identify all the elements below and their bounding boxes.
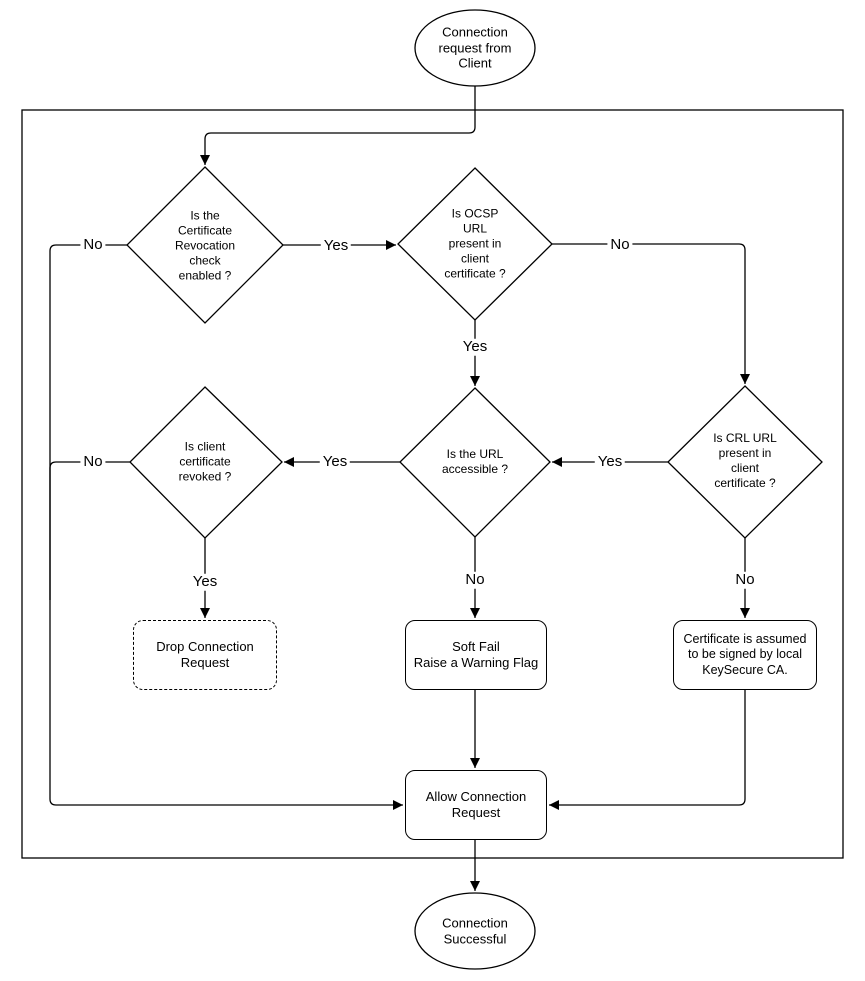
soft-fail-node: Soft Fail Raise a Warning Flag [405, 620, 547, 690]
edge-label-url-no: No [462, 571, 488, 589]
allow-connection-label: Allow Connection Request [425, 789, 527, 820]
edge-label-revoked-no: No [80, 453, 106, 471]
edge-revocation-no-to-allow [49, 244, 403, 810]
start-node [414, 9, 536, 87]
edge-label-crl-no: No [732, 571, 758, 589]
end-node [414, 892, 536, 970]
edge-label-ocsp-no: No [607, 236, 633, 254]
drop-connection-label: Drop Connection Request [156, 639, 254, 670]
connectors [49, 86, 750, 891]
edge-label-crl-yes: Yes [594, 453, 626, 471]
revocation-decision [126, 166, 284, 324]
drop-connection-node: Drop Connection Request [133, 620, 277, 690]
ocsp-decision [397, 167, 553, 321]
crl-decision [667, 385, 823, 539]
revoked-decision [129, 386, 283, 539]
edge-label-revocation-no: No [80, 236, 106, 254]
assume-ca-label: Certificate is assumed to be signed by l… [683, 632, 807, 677]
url-accessible-decision [399, 387, 551, 538]
edge-ocsp-no-to-crl [552, 243, 750, 384]
edge-label-revocation-yes: Yes [320, 237, 352, 255]
soft-fail-label: Soft Fail Raise a Warning Flag [413, 639, 539, 670]
edge-revoked-no-join [49, 461, 130, 600]
edge-assumeca-to-allow [549, 690, 746, 810]
allow-connection-node: Allow Connection Request [405, 770, 547, 840]
assume-ca-node: Certificate is assumed to be signed by l… [673, 620, 817, 690]
edge-start-to-revocation [200, 86, 476, 165]
edge-label-url-yes: Yes [319, 453, 351, 471]
edge-label-revoked-yes: Yes [189, 573, 221, 591]
edge-label-ocsp-yes: Yes [459, 338, 491, 356]
outer-boundary [21, 109, 844, 859]
